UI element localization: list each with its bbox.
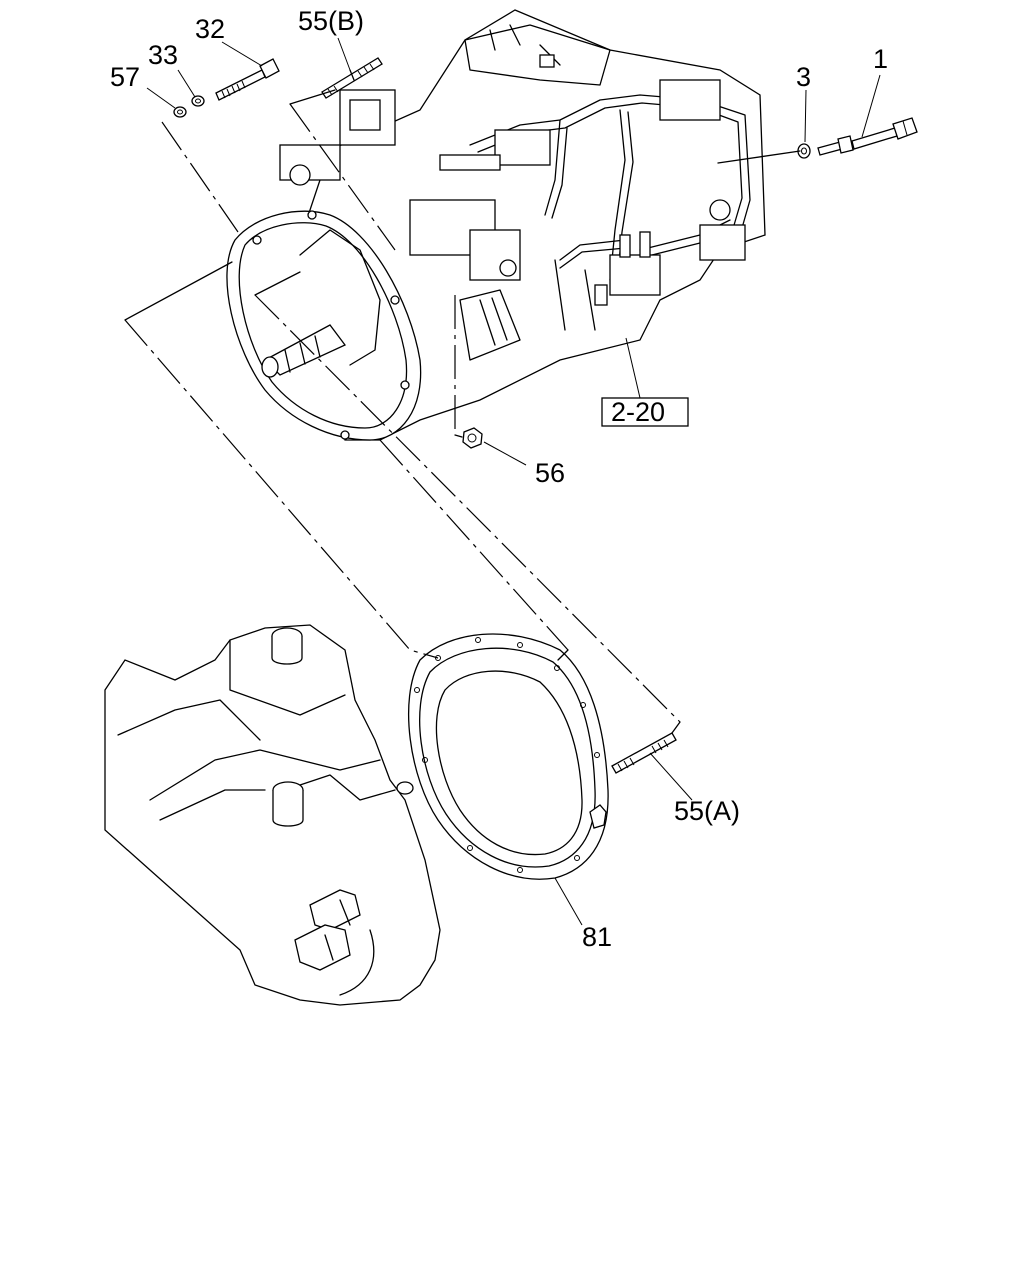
- callout-57: 57: [110, 62, 140, 92]
- callout-55b: 55(B): [298, 6, 364, 36]
- callout-55a: 55(A): [674, 796, 740, 826]
- washer-3: [797, 143, 811, 159]
- callout-56: 56: [535, 458, 565, 488]
- washer-57: [173, 106, 187, 118]
- transmission-assembly: [226, 9, 766, 449]
- assembly-lines: [124, 89, 801, 734]
- callout-81: 81: [582, 922, 612, 952]
- callout-32: 32: [195, 14, 225, 44]
- engine-block: [104, 624, 441, 1006]
- callout-2-20: 2-20: [611, 397, 665, 427]
- callout-leaders: [146, 37, 881, 926]
- callout-1: 1: [873, 44, 888, 74]
- bolt-32: [215, 58, 280, 101]
- callout-2-20-box: [601, 397, 689, 427]
- switch-1: [817, 117, 918, 156]
- stud-55a: [611, 732, 677, 774]
- callout-33: 33: [148, 40, 178, 70]
- callout-3: 3: [796, 62, 811, 92]
- washer-33: [191, 95, 205, 107]
- flywheel-housing-ring: [407, 633, 609, 880]
